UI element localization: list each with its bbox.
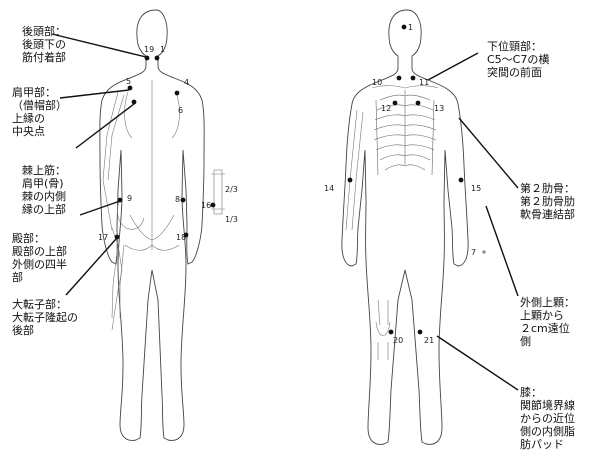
label-knee: 膝： 関節境界線 からの近位 側の内側脂 肪パッド (520, 386, 575, 451)
fraction-upper: 2/3 (225, 185, 238, 194)
point-21-label: 21 (424, 336, 434, 345)
point-5-label: 5 (126, 77, 131, 86)
point-15-label: 15 (471, 184, 481, 193)
point-8-label: 8 (175, 195, 180, 204)
label-gluteal: 殿部： 殿部の上部 外側の四半 部 (12, 232, 67, 284)
label-supraspinatus: 棘上筋： 肩甲(骨) 棘の内側 縁の上部 (22, 164, 66, 216)
label-occiput: 後頭部： 後頭下の 筋付着部 (22, 25, 66, 64)
back-figure: 19 1 5 4 6 9 8 16 18 17 2/3 1/3 (98, 10, 238, 440)
label-low-cervical: 下位頸部： C5～C7の横 突間の前面 (487, 40, 549, 79)
point-12-label: 12 (381, 104, 391, 113)
label-second-rib: 第２肋骨： 第２肋骨肋 軟骨連結部 (520, 182, 575, 221)
point-10-label: 10 (372, 78, 382, 87)
point-4-label: 4 (184, 78, 189, 87)
point-11-label: 11 (419, 78, 429, 87)
point-13-label: 13 (434, 104, 444, 113)
point-16-label: 16 (201, 201, 211, 210)
point-1-label: 1 (408, 23, 413, 32)
point-9-label: 9 (127, 194, 132, 203)
label-lateral-epicondyle: 外側上顆： 上顆から ２cm遠位 側 (520, 296, 575, 348)
point-6-label: 6 (178, 106, 183, 115)
point-14-label: 14 (324, 184, 334, 193)
point-17-label: 7 (471, 248, 476, 257)
point-20-label: 20 (393, 336, 403, 345)
fraction-lower: 1/3 (225, 215, 238, 224)
point-19-label: 17 (98, 233, 108, 242)
point-2-label: 1 (160, 45, 165, 54)
point-18-label: 18 (176, 233, 186, 242)
label-greater-trochanter: 大転子部： 大転子隆起の 後部 (12, 298, 78, 337)
point-3-label: 19 (144, 45, 154, 54)
label-trapezius: 肩甲部： （僧帽部） 上縁の 中央点 (12, 86, 67, 138)
front-figure: 1 10 11 12 13 14 15 7 20 21 (324, 10, 486, 444)
